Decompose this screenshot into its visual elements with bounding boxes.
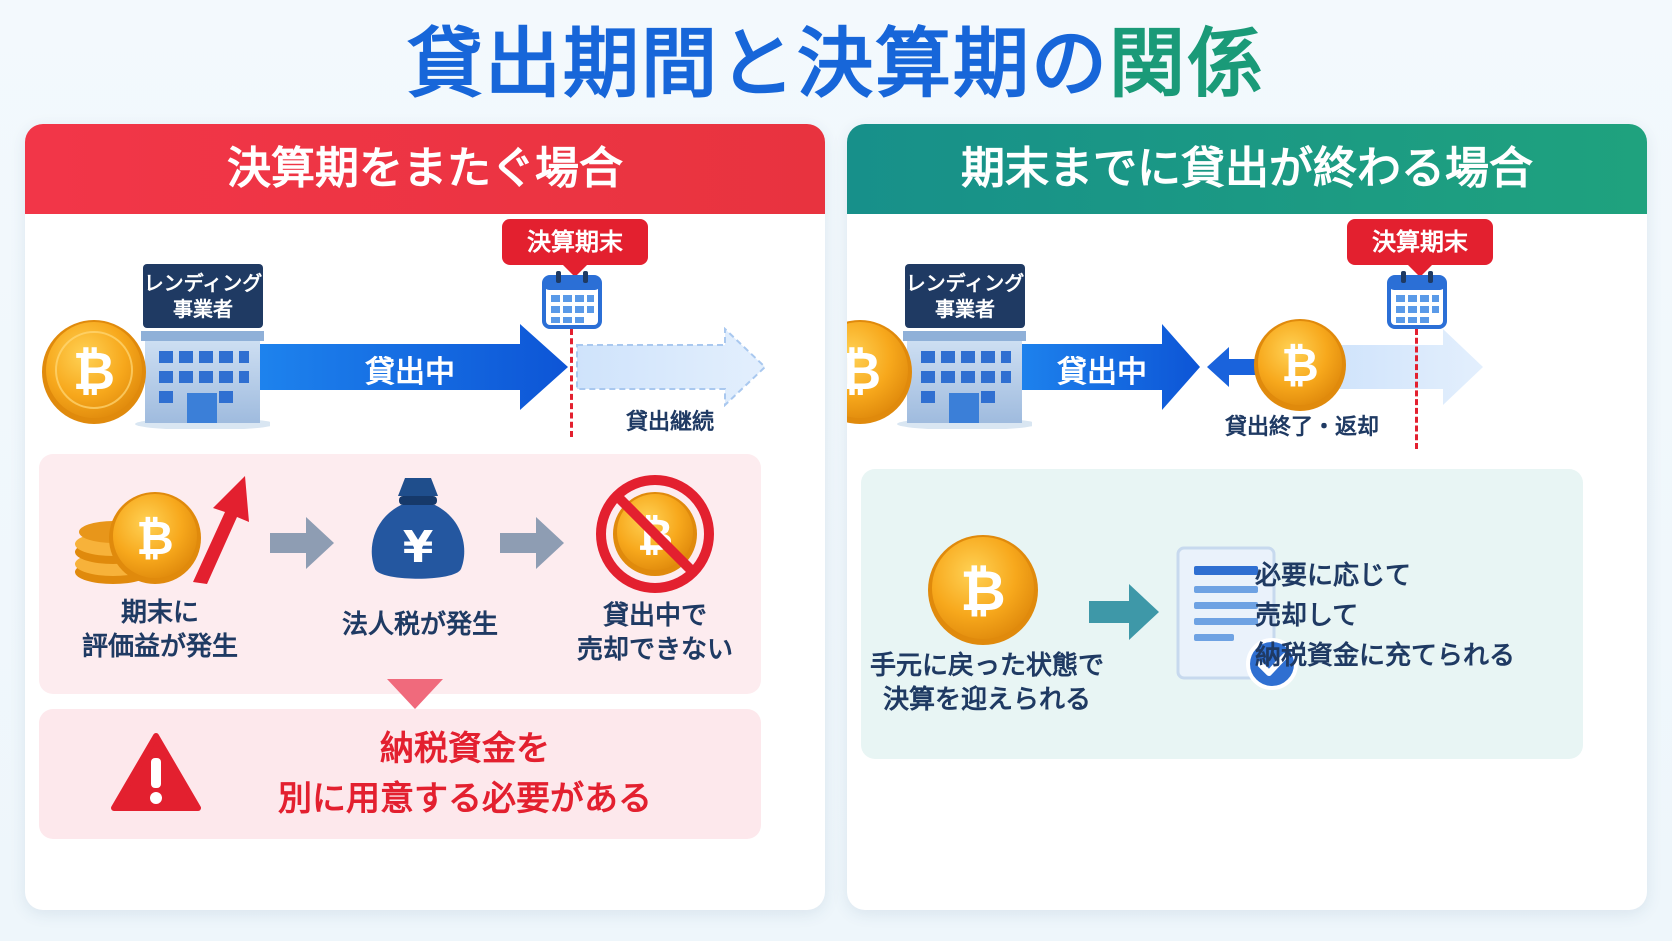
page-title: 貸出期間と決算期の関係 xyxy=(0,14,1672,114)
result-right-caption: 必要に応じて 売却して 納税資金に充てられる xyxy=(1255,556,1575,676)
result-left-line1: 手元に戻った状態で xyxy=(869,651,1104,681)
lender-label-line2: 事業者 xyxy=(173,297,233,321)
panel-ends-before-fiscal-end: 期末までに貸出が終わる場合 決算期末 貸出中 xyxy=(847,124,1647,910)
step1-caption: 期末に 評価益が発生 xyxy=(70,596,250,664)
fiscal-end-line xyxy=(570,329,573,437)
appreciation-coins-icon: ₿ xyxy=(73,474,253,594)
return-label: 貸出終了・返却 xyxy=(1224,415,1379,440)
building-icon xyxy=(135,329,270,429)
step-arrow-icon xyxy=(1089,584,1159,640)
warning-text: 納税資金を 別に用意する必要がある xyxy=(225,724,705,824)
result-right-line1: 必要に応じて xyxy=(1255,561,1412,591)
svg-text:₿: ₿ xyxy=(960,559,1006,624)
warning-icon xyxy=(111,732,201,812)
result-right-line3: 納税資金に充てられる xyxy=(1255,641,1516,671)
building-icon xyxy=(897,329,1032,429)
continue-arrow xyxy=(575,327,767,407)
bitcoin-coin-icon: ₿ xyxy=(39,317,149,427)
lender-label-line1: レンディング xyxy=(905,271,1025,295)
prohibited-icon: ₿ xyxy=(595,474,715,594)
lender-label-line1: レンディング xyxy=(143,271,263,295)
step-arrow-icon xyxy=(500,517,564,569)
lending-arrow xyxy=(250,324,570,410)
lending-arrow xyxy=(1012,324,1202,410)
warning-line1: 納税資金を xyxy=(380,729,550,769)
lender-label: レンディング 事業者 xyxy=(905,264,1025,328)
fiscal-end-line xyxy=(1415,329,1418,449)
lender-label: レンディング 事業者 xyxy=(143,264,263,328)
bitcoin-coin-icon: ₿ xyxy=(847,317,915,427)
svg-text:₿: ₿ xyxy=(1281,338,1319,392)
return-arrow xyxy=(1207,347,1267,387)
fiscal-end-flag: 決算期末 xyxy=(1347,219,1493,277)
calendar-icon xyxy=(541,269,603,331)
step3-caption: 貸出中で 売却できない xyxy=(555,599,755,667)
result-left-caption: 手元に戻った状態で 決算を迎えられる xyxy=(867,649,1107,717)
warning-line2: 別に用意する必要がある xyxy=(278,779,652,819)
lending-arrow-label: 貸出中 xyxy=(365,355,455,390)
svg-text:₿: ₿ xyxy=(136,511,174,565)
result-right-line2: 売却して xyxy=(1255,601,1359,631)
svg-text:₿: ₿ xyxy=(73,342,115,402)
lending-arrow-label: 貸出中 xyxy=(1057,355,1147,390)
step1-line2: 評価益が発生 xyxy=(81,632,238,662)
left-panel-header: 決算期をまたぐ場合 xyxy=(25,124,825,214)
money-bag-icon: ¥ xyxy=(363,474,473,586)
step3-line2: 売却できない xyxy=(576,635,733,665)
step1-line1: 期末に xyxy=(120,598,199,628)
result-left-line2: 決算を迎えられる xyxy=(882,685,1091,715)
continue-label: 貸出継続 xyxy=(625,410,714,435)
title-part2: 関係 xyxy=(1109,19,1265,108)
calendar-icon xyxy=(1386,269,1448,331)
pale-arrow xyxy=(1327,327,1485,407)
bitcoin-coin-icon: ₿ xyxy=(925,532,1041,648)
panel-crossing-fiscal-end: 決算期をまたぐ場合 決算期末 貸出継続 貸出中 xyxy=(25,124,825,910)
document-check-icon xyxy=(1174,544,1304,694)
svg-text:₿: ₿ xyxy=(847,342,881,402)
step-arrow-icon xyxy=(270,517,334,569)
right-panel-header: 期末までに貸出が終わる場合 xyxy=(847,124,1647,214)
lender-label-line2: 事業者 xyxy=(935,297,995,321)
step3-line1: 貸出中で xyxy=(602,601,707,631)
title-part1: 貸出期間と決算期の xyxy=(407,19,1109,108)
down-arrow-icon xyxy=(387,679,443,709)
yen-symbol: ¥ xyxy=(403,522,434,573)
step2-caption: 法人税が発生 xyxy=(341,610,498,640)
bitcoin-coin-icon: ₿ xyxy=(1252,317,1348,413)
fiscal-end-flag: 決算期末 xyxy=(502,219,648,277)
